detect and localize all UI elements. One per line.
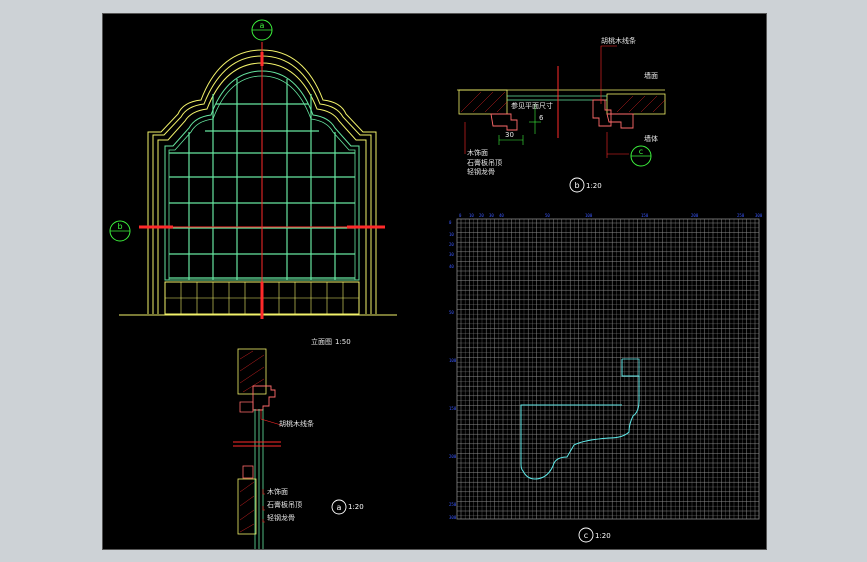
callout-a-letter: a — [260, 21, 265, 30]
callout-b-letter: b — [117, 222, 122, 231]
section-a-note-3: 轻钢龙骨 — [267, 513, 295, 522]
left-tick-label: 300 — [449, 515, 457, 520]
profile-c-grid-panel: 0 10 20 30 40 50 100 150 200 250 300 0 10 20 30 40 50 10… — [449, 213, 763, 543]
callout-a-detail[interactable]: a — [331, 499, 347, 515]
section-b-detail: 胡桃木线条 参见平面尺寸 6 30 木饰面 石膏板吊顶 轻钢龙骨 墙面 墙体 c… — [457, 36, 666, 193]
callout-b-elevation[interactable]: b — [109, 220, 131, 242]
top-tick-label: 40 — [499, 213, 504, 218]
section-b-note-1: 木饰面 — [467, 148, 488, 157]
section-a-note-top: 胡桃木线条 — [279, 419, 314, 428]
drawing-sheet: a b 立面图 1:50 — [109, 19, 763, 549]
left-tick-label: 150 — [449, 406, 457, 411]
top-tick-label: 20 — [479, 213, 484, 218]
left-tick-label: 50 — [449, 310, 454, 315]
top-tick-label: 0 — [459, 213, 462, 218]
section-b-note-top: 胡桃木线条 — [601, 36, 636, 45]
section-a-detail: 胡桃木线条 木饰面 石膏板吊顶 轻钢龙骨 a 1:20 — [233, 348, 364, 549]
section-b-callout-letter: b — [574, 181, 579, 190]
left-tick-label: 40 — [449, 264, 454, 269]
callout-c-letter-b: c — [639, 147, 643, 156]
window-elevation: a b 立面图 1:50 — [109, 19, 397, 346]
left-tick-label: 0 — [449, 220, 452, 225]
section-b-right-mid: 墙体 — [644, 134, 658, 143]
left-tick-label: 200 — [449, 454, 457, 459]
section-b-note-2: 石膏板吊顶 — [467, 158, 502, 167]
profile-c-top-ticks: 0 10 20 30 40 50 100 150 200 250 300 — [459, 213, 763, 218]
section-b-scale: 1:20 — [586, 182, 602, 190]
profile-c-scale: 1:20 — [595, 532, 611, 540]
section-a-scale: 1:20 — [348, 503, 364, 511]
callout-b-detail[interactable]: b — [569, 177, 585, 193]
top-tick-label: 200 — [691, 213, 699, 218]
top-tick-label: 250 — [737, 213, 745, 218]
section-b-mid-label: 参见平面尺寸 — [511, 101, 553, 110]
elevation-scale: 1:50 — [335, 338, 351, 346]
profile-c-left-ticks: 0 10 20 30 40 50 100 150 200 250 300 — [449, 220, 457, 520]
left-tick-label: 20 — [449, 242, 454, 247]
callout-c-detail[interactable]: c — [578, 527, 594, 543]
top-tick-label: 10 — [469, 213, 474, 218]
callout-c-section-b[interactable]: c — [630, 145, 652, 167]
section-b-right-top: 墙面 — [644, 71, 658, 80]
top-tick-label: 300 — [755, 213, 763, 218]
elevation-title: 立面图 — [311, 337, 332, 346]
section-a-note-2: 石膏板吊顶 — [267, 500, 302, 509]
profile-c-callout-letter: c — [584, 531, 588, 540]
left-tick-label: 250 — [449, 502, 457, 507]
left-tick-label: 100 — [449, 358, 457, 363]
section-a-callout-letter: a — [337, 503, 342, 512]
section-b-note-3: 轻钢龙骨 — [467, 167, 495, 176]
top-tick-label: 50 — [545, 213, 550, 218]
section-b-dim: 6 — [539, 114, 544, 122]
top-tick-label: 30 — [489, 213, 494, 218]
callout-a-elevation[interactable]: a — [251, 19, 273, 41]
cad-drawing-viewport[interactable]: a b 立面图 1:50 — [102, 13, 767, 550]
left-tick-label: 10 — [449, 232, 454, 237]
top-tick-label: 150 — [641, 213, 649, 218]
section-b-dim2: 30 — [505, 131, 514, 139]
section-a-note-1: 木饰面 — [267, 487, 288, 496]
left-tick-label: 30 — [449, 252, 454, 257]
top-tick-label: 100 — [585, 213, 593, 218]
